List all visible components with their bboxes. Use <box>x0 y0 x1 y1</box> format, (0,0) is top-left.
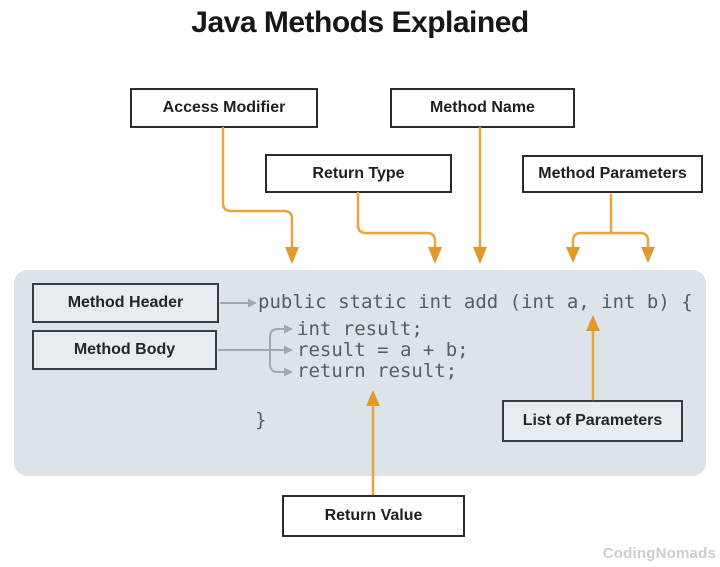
code-closing-brace: } <box>255 409 267 431</box>
label-method-name: Method Name <box>390 88 575 128</box>
label-return-type: Return Type <box>265 154 452 193</box>
page-title: Java Methods Explained <box>191 6 529 39</box>
label-method-header: Method Header <box>32 283 219 323</box>
return-type-arrow-line <box>356 191 437 251</box>
access-modifier-arrowhead-icon <box>285 247 299 264</box>
method-parameters-left-arrowhead-icon <box>566 247 580 263</box>
return-type-arrowhead-icon <box>428 247 442 264</box>
code-declare-result: int result; <box>297 318 423 340</box>
label-list-of-parameters: List of Parameters <box>502 400 683 442</box>
label-return-value: Return Value <box>282 495 465 537</box>
code-method-signature: public static int add (int a, int b) { <box>258 291 693 313</box>
code-return-statement: return result; <box>297 360 458 382</box>
code-assign-result: result = a + b; <box>297 339 469 361</box>
method-parameters-right-arrowhead-icon <box>641 247 655 263</box>
watermark: CodingNomads <box>602 545 716 562</box>
label-method-parameters: Method Parameters <box>522 155 703 193</box>
method-name-arrowhead-icon <box>473 247 487 264</box>
label-method-body: Method Body <box>32 330 217 370</box>
label-access-modifier: Access Modifier <box>130 88 318 128</box>
method-parameters-fork-line <box>571 231 650 251</box>
